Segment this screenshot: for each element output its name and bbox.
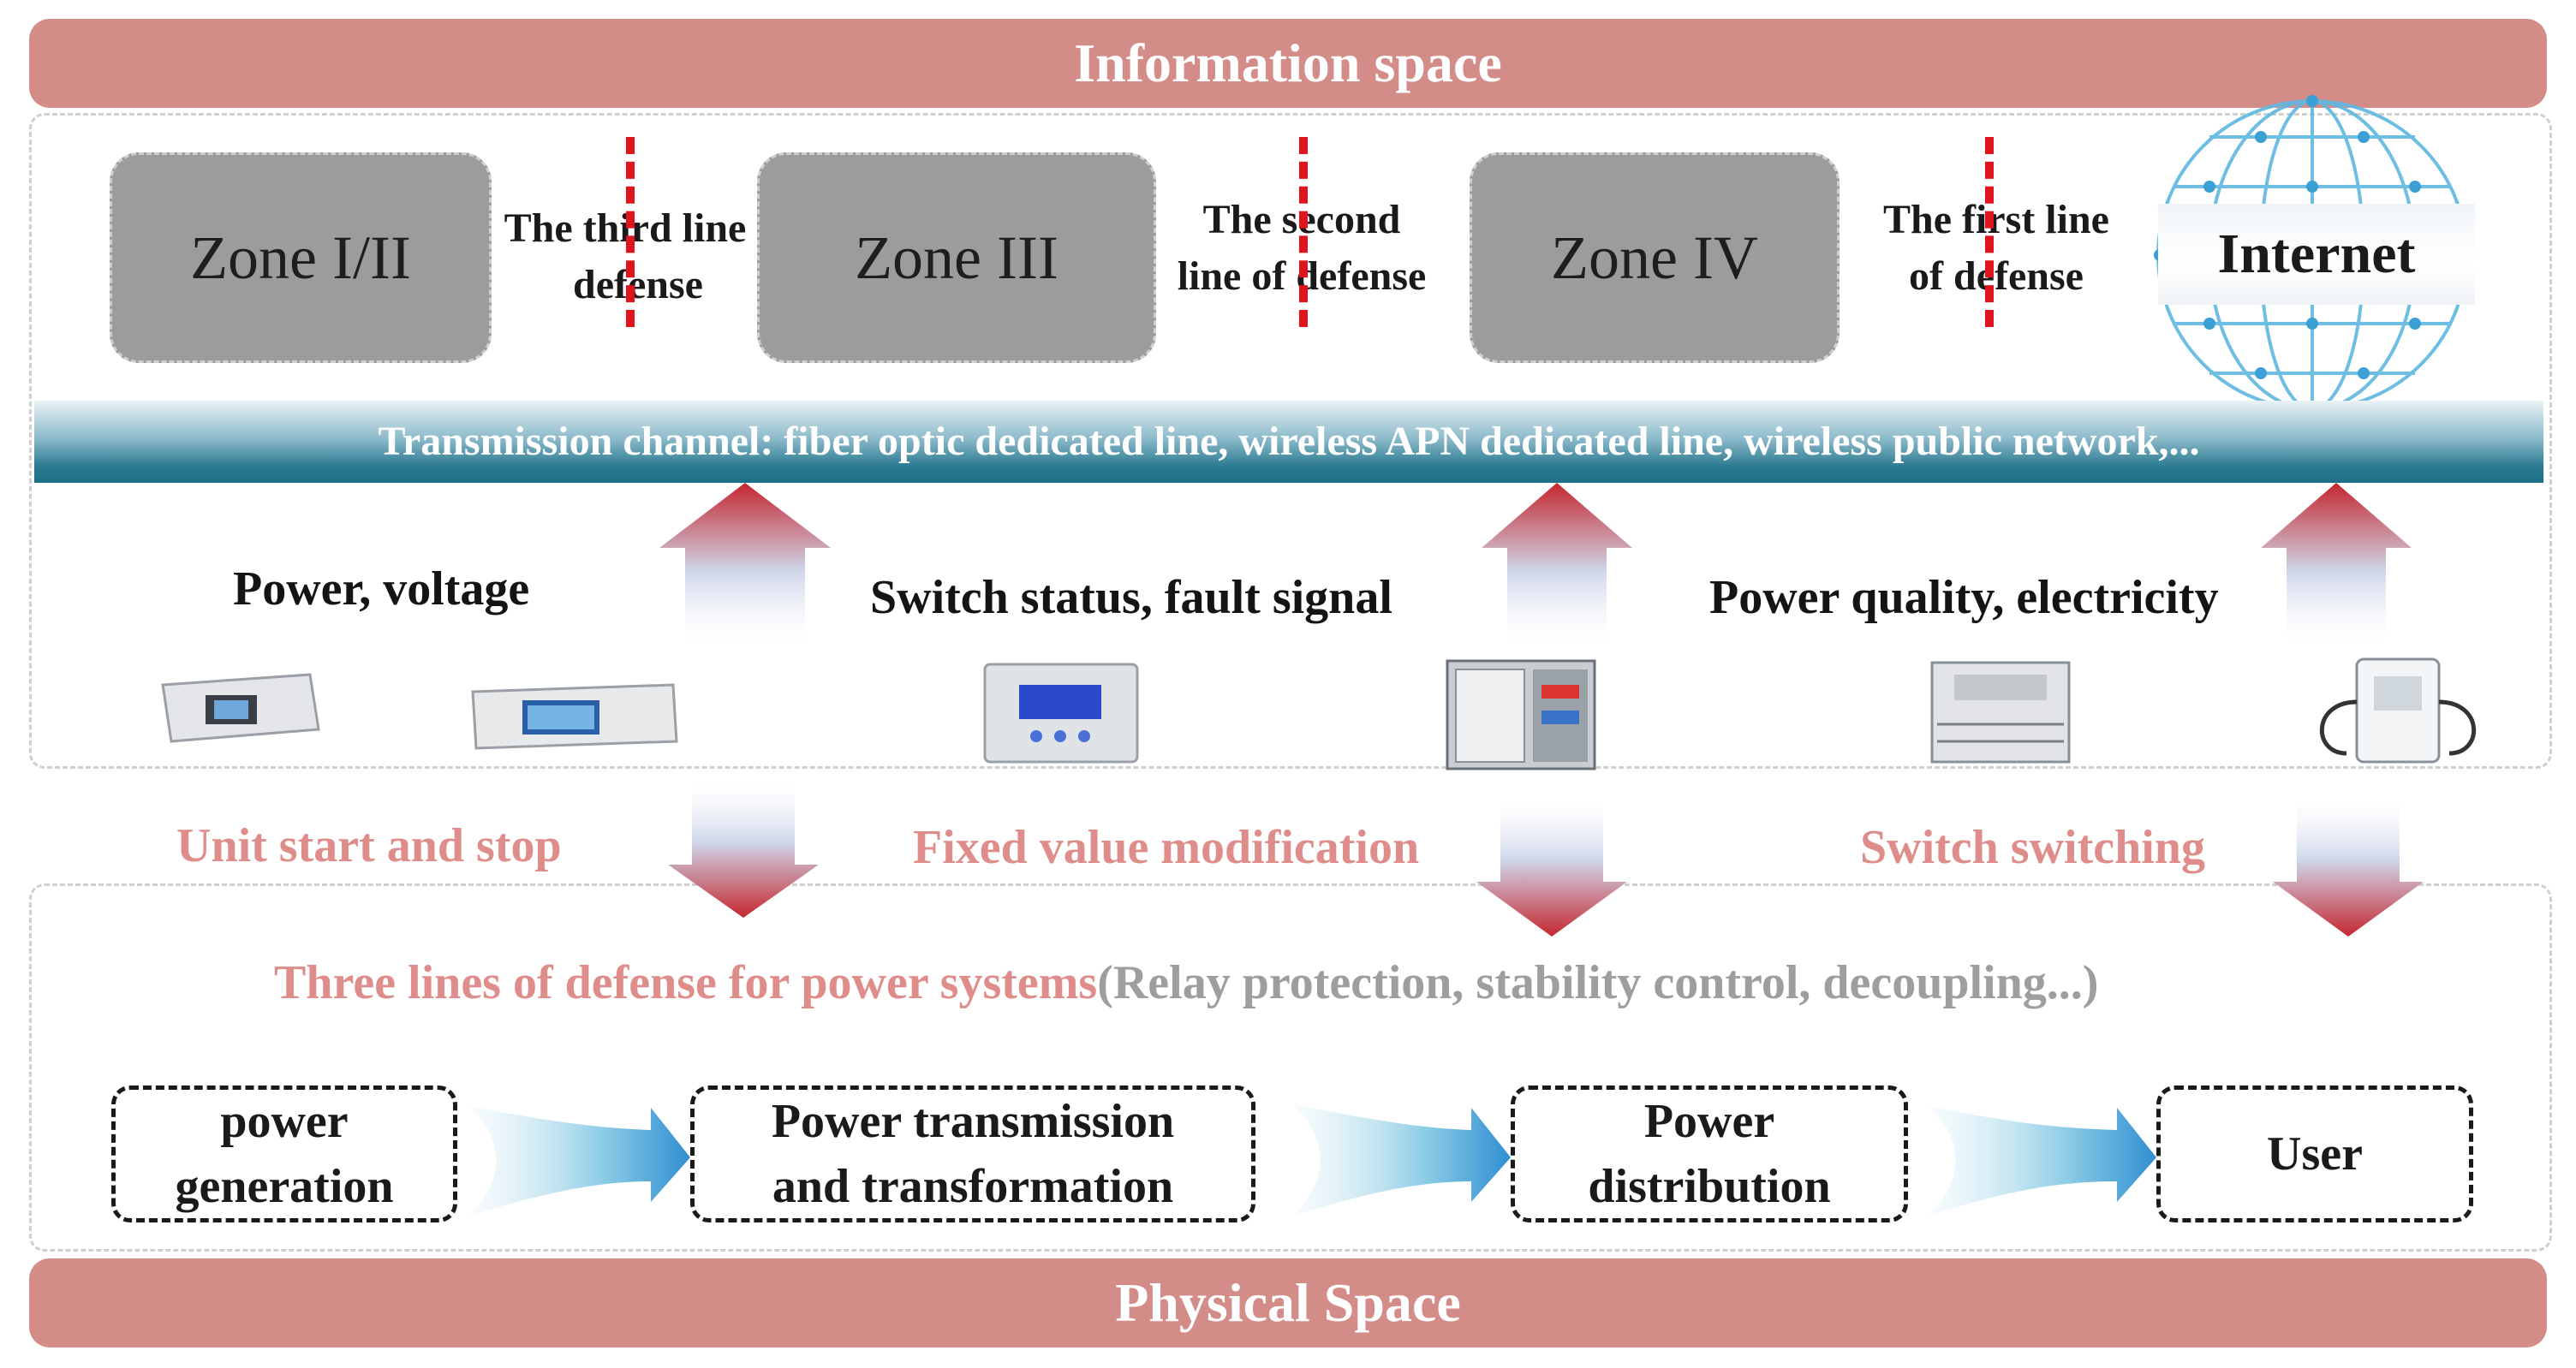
measurement-power-voltage: Power, voltage [233,562,530,616]
zone-iv: Zone IV [1470,152,1840,363]
transmission-channel-text: Transmission channel: fiber optic dedica… [378,419,2200,464]
command-unit-start-stop: Unit start and stop [176,819,562,872]
internet-label: Internet [2158,204,2475,305]
physical-space-title: Physical Space [1115,1272,1461,1333]
rack-server-icon [471,683,678,750]
physical-space-band: Physical Space [29,1258,2547,1347]
physical-space-region [29,883,2552,1252]
third-line-text-1: The third line [504,205,747,251]
stage-power-distribution: Power distribution [1511,1085,1908,1222]
third-defense-line [626,137,635,327]
information-space-region [29,113,2552,769]
first-line-text-1: The first line [1883,197,2109,242]
information-space-band: Information space [29,19,2547,108]
stage-distribution-line-2: distribution [1588,1160,1831,1213]
defense-heading: Three lines of defense for power systems… [274,955,2098,1010]
right-arrow-icon [469,1104,2156,1216]
charging-pile-icon [2319,657,2477,764]
stage-generation-line-2: generation [175,1160,394,1213]
third-line-text-2: defense [573,262,703,307]
measurement-power-quality: Power quality, electricity [1709,571,2219,624]
download-arrow-icon [668,781,2424,937]
third-line-of-defense-label: The third line defense [480,200,762,313]
second-defense-line [1299,137,1308,327]
stage-power-generation: power generation [111,1085,457,1222]
control-cabinet-icon [1446,659,1596,770]
zone-iii-label: Zone III [855,223,1058,292]
stage-transmission-line-1: Power transmission [771,1095,1175,1148]
zone-iv-label: Zone IV [1551,223,1758,292]
measurement-switch-status: Switch status, fault signal [870,571,1392,624]
upload-arrow-icon [659,483,2412,644]
information-space-title: Information space [1074,33,1502,93]
stage-distribution-line-1: Power [1643,1095,1775,1148]
power-quality-meter-icon [1930,661,2071,764]
transmission-channel-bar: Transmission channel: fiber optic dedica… [34,401,2543,483]
relay-protection-icon [983,663,1139,764]
rack-device-icon [161,673,320,743]
defense-heading-detail: (Relay protection, stability control, de… [1097,956,2099,1009]
stage-power-transmission: Power transmission and transformation [690,1085,1255,1222]
stage-user-label: User [2267,1127,2363,1181]
first-line-text-2: of defense [1909,253,2084,299]
zone-i-ii: Zone I/II [110,152,492,363]
zone-i-ii-label: Zone I/II [190,223,411,292]
command-fixed-value-modification: Fixed value modification [913,821,1420,874]
first-defense-line [1985,137,1994,327]
first-line-of-defense-label: The first line of defense [1855,192,2138,305]
stage-generation-line-1: power [220,1095,349,1148]
defense-heading-main: Three lines of defense for power systems [274,956,1098,1009]
stage-user: User [2156,1085,2473,1222]
zone-iii: Zone III [757,152,1156,363]
stage-transmission-line-2: and transformation [772,1160,1174,1213]
command-switch-switching: Switch switching [1860,821,2205,874]
